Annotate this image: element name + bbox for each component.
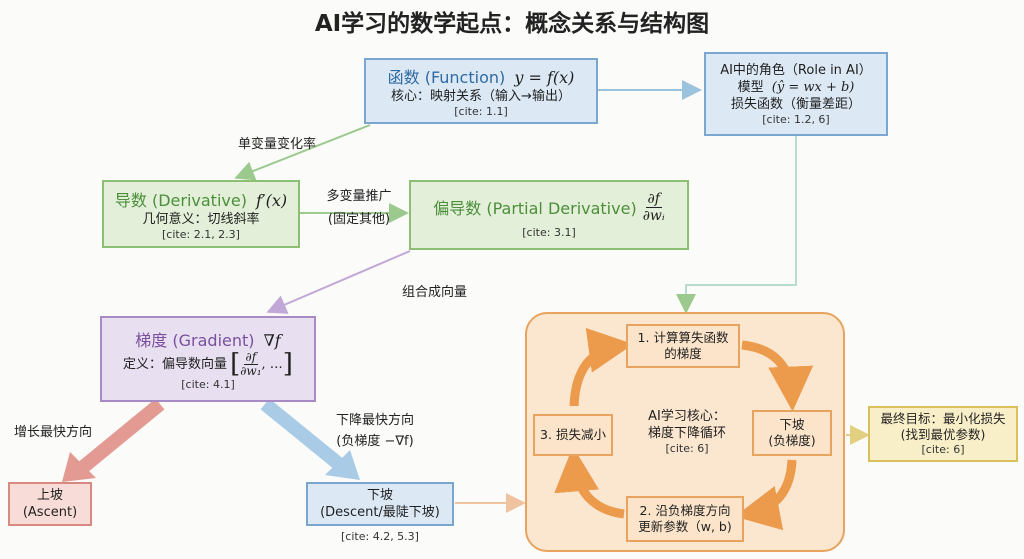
gradient-heading-row: 梯度 (Gradient) ∇f (135, 327, 280, 351)
ascent-line1: 上坡 (36, 488, 63, 503)
arrow-partial-to-gradient (266, 250, 411, 314)
gradient-vec-numerator: ∂f (243, 349, 259, 365)
page-title: AI学习的数学起点：概念关系与结构图 (314, 11, 710, 37)
label-decrease-direction: 下降最快方向 (负梯度 −∇f) (320, 412, 430, 450)
derivative-heading-row: 导数 (Derivative) f′(x) (115, 187, 287, 211)
gradient-cite: [cite: 4.1] (181, 377, 235, 391)
partial-cite: [cite: 3.1] (522, 225, 576, 239)
loop-step3-line: 3. 损失减小 (540, 427, 606, 442)
loop-step2-line-a: 2. 沿负梯度方向 (639, 503, 731, 518)
loop-down-line-a: 下坡 (779, 417, 805, 432)
arrow-gradient-to-descent (260, 398, 345, 471)
goal-line1: 最终目标：最小化损失 (880, 411, 1006, 426)
label-combine-vector: 组合成向量 (402, 285, 468, 300)
loop-center: AI学习核心： 梯度下降循环 [cite: 6] (628, 408, 746, 456)
loop-down-box: 下坡 (负梯度) (752, 410, 832, 456)
descent-cite: [cite: 4.2, 5.3] (341, 530, 419, 543)
loop-arrow-step3-to-step1 (569, 327, 634, 407)
loop-step1-line-b: 的梯度 (664, 346, 702, 361)
role-model-formula: (ŷ = wx + b) (771, 79, 855, 95)
gradient-vector: [ ∂f ∂w₁ , … ] (230, 348, 293, 379)
loop-down-line-b: (负梯度) (768, 433, 816, 448)
derivative-line: 几何意义：切线斜率 (142, 211, 260, 227)
gradient-box: 梯度 (Gradient) ∇f 定义：偏导数向量 [ ∂f ∂w₁ , … ]… (100, 316, 316, 402)
derivative-cite: [cite: 2.1, 2.3] (162, 227, 240, 241)
arrow-function-to-derivative (234, 124, 371, 181)
loop-center-line-a: AI学习核心： (648, 409, 726, 424)
arrow-role-to-loop (676, 136, 797, 314)
goal-cite: [cite: 6] (921, 443, 965, 456)
label-multi-variable: 多变量推广 (固定其他) (318, 188, 400, 228)
role-model-row: 模型 (ŷ = wx + b) (738, 79, 855, 96)
label-multi-variable-a: 多变量推广 (326, 189, 392, 204)
goal-box: 最终目标：最小化损失 (找到最优参数) [cite: 6] (868, 406, 1018, 462)
label-decrease-a: 下降最快方向 (335, 413, 414, 428)
gradient-fraction: ∂f ∂w₁ (240, 349, 262, 378)
loop-center-line-b: 梯度下降循环 (647, 426, 726, 441)
loop-step2-line-b: 更新参数（w, b) (638, 519, 732, 534)
loop-arrow-step1-to-down (741, 340, 814, 412)
function-box: 函数 (Function) y = f(x) 核心：映射关系（输入→输出） [c… (364, 58, 598, 124)
gradient-def-label: 定义：偏导数向量 (123, 356, 228, 372)
loop-step3-box: 3. 损失减小 (533, 414, 613, 456)
gradient-vec-rest: , … (261, 356, 283, 372)
arrowhead-descent (325, 450, 360, 480)
loop-step2-box: 2. 沿负梯度方向 更新参数（w, b) (626, 496, 744, 542)
loop-arrow-step2-to-step3 (554, 446, 625, 519)
function-line: 核心：映射关系（输入→输出） (391, 88, 571, 104)
partial-denominator: ∂wᵢ (642, 207, 665, 224)
goal-line2: (找到最优参数) (900, 427, 986, 442)
ascent-line2: (Ascent) (22, 505, 78, 520)
gradient-left-bracket: [ (230, 348, 241, 379)
function-formula: y = f(x) (514, 67, 575, 87)
ascent-box: 上坡 (Ascent) (8, 482, 92, 526)
role-heading: AI中的角色（Role in AI） (720, 62, 872, 78)
label-multi-variable-b: (固定其他) (327, 212, 391, 227)
function-heading-row: 函数 (Function) y = f(x) (388, 64, 575, 88)
partial-heading-row: 偏导数 (Partial Derivative) ∂f ∂wᵢ (433, 191, 664, 224)
derivative-formula: f′(x) (256, 190, 288, 210)
label-single-variable: 单变量变化率 (238, 137, 317, 152)
label-increase-direction: 增长最快方向 (14, 425, 93, 440)
arrowhead-ascent (62, 452, 96, 482)
role-box: AI中的角色（Role in AI） 模型 (ŷ = wx + b) 损失函数（… (704, 52, 888, 136)
function-heading: 函数 (Function) (387, 67, 506, 87)
derivative-heading: 导数 (Derivative) (114, 190, 247, 210)
gradient-vec-denominator: ∂w₁ (240, 363, 262, 378)
gradient-formula: ∇f (263, 330, 281, 350)
loop-center-cite: [cite: 6] (665, 442, 709, 455)
loop-arrow-down-to-step2 (734, 459, 797, 531)
gradient-heading: 梯度 (Gradient) (135, 330, 255, 350)
label-decrease-b: (负梯度 −∇f) (336, 434, 414, 449)
partial-fraction: ∂f ∂wᵢ (643, 191, 665, 224)
loop-step1-line-a: 1. 计算算失函数 (637, 330, 729, 345)
partial-heading: 偏导数 (Partial Derivative) (433, 199, 637, 218)
loop-step1-box: 1. 计算算失函数 的梯度 (626, 324, 740, 368)
role-model-label: 模型 (737, 79, 764, 95)
derivative-box: 导数 (Derivative) f′(x) 几何意义：切线斜率 [cite: 2… (102, 180, 300, 248)
role-loss: 损失函数（衡量差距） (730, 96, 861, 112)
partial-numerator: ∂f (645, 190, 662, 208)
gradient-right-bracket: ] (282, 348, 293, 379)
partial-derivative-box: 偏导数 (Partial Derivative) ∂f ∂wᵢ [cite: 3… (409, 180, 689, 250)
descent-line2: (Descent/最陡下坡) (320, 505, 440, 520)
gradient-definition-row: 定义：偏导数向量 [ ∂f ∂w₁ , … ] (123, 348, 293, 379)
arrow-gradient-to-ascent (77, 398, 165, 474)
descent-line1: 下坡 (366, 488, 393, 503)
descent-box: 下坡 (Descent/最陡下坡) (306, 482, 454, 526)
function-cite: [cite: 1.1] (454, 104, 508, 118)
role-cite: [cite: 1.2, 6] (762, 112, 830, 126)
